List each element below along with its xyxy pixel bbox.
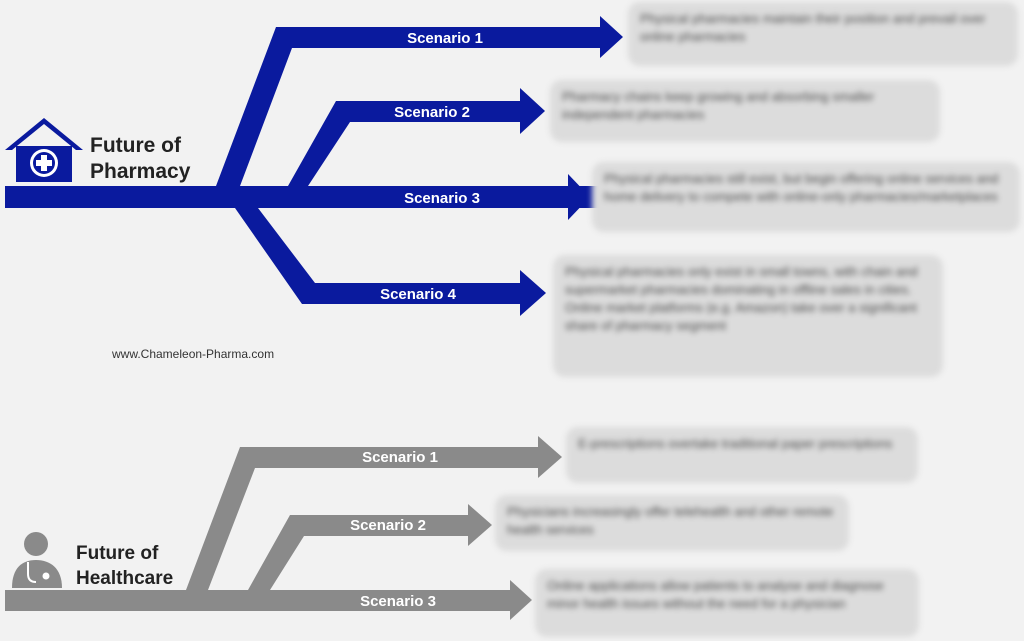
pharmacy-branch-4 [235,208,520,304]
pharmacy-title-line-1: Future of [90,134,182,157]
pharmacy-house-icon [5,118,83,182]
healthcare-scenario-3-description: Online applications allow patients to an… [535,569,919,637]
website-text: www.Chameleon-Pharma.com [111,347,274,361]
healthcare-branch-1 [186,447,538,590]
pharmacy-arrowhead-2 [520,88,545,134]
pharmacy-scenario-4-description: Physical pharmacies only exist in small … [553,255,943,377]
pharmacy-arrowhead-4 [520,270,546,316]
pharmacy-scenario-2-description: Pharmacy chains keep growing and absorbi… [550,80,940,142]
healthcare-scenario-1-description: E-prescriptions overtake traditional pap… [566,427,918,483]
pharmacy-branches [5,16,623,316]
pharmacy-scenario-1-label: Scenario 1 [407,30,483,47]
healthcare-arrowhead-1 [538,436,562,478]
healthcare-scenario-2-description: Physicians increasingly offer telehealth… [495,495,849,551]
pharmacy-scenario-2-label: Scenario 2 [394,104,470,121]
healthcare-arrowhead-3 [510,580,532,620]
pharmacy-scenario-4-label: Scenario 4 [380,286,457,303]
healthcare-scenario-2-label: Scenario 2 [350,517,426,534]
pharmacy-scenario-1-description: Physical pharmacies maintain their posit… [628,2,1018,66]
healthcare-branch-2 [248,515,468,590]
pharmacy-arrowhead-3 [568,174,590,220]
pharmacy-title-line-2: Pharmacy [90,160,191,183]
healthcare-title-line-2: Healthcare [76,568,173,589]
healthcare-scenario-3-label: Scenario 3 [360,593,436,610]
pharmacy-branch-1 [216,27,600,186]
healthcare-branches [5,436,562,620]
pharmacy-scenario-3-description: Physical pharmacies still exist, but beg… [592,162,1020,232]
healthcare-arrowhead-2 [468,504,492,546]
healthcare-title-line-1: Future of [76,543,159,564]
pharmacy-trunk [5,186,600,208]
healthcare-trunk [5,590,510,611]
doctor-icon [12,532,62,588]
pharmacy-arrowhead-1 [600,16,623,58]
pharmacy-scenario-3-label: Scenario 3 [404,190,480,207]
pharmacy-branch-2 [288,101,520,186]
healthcare-scenario-1-label: Scenario 1 [362,449,438,466]
